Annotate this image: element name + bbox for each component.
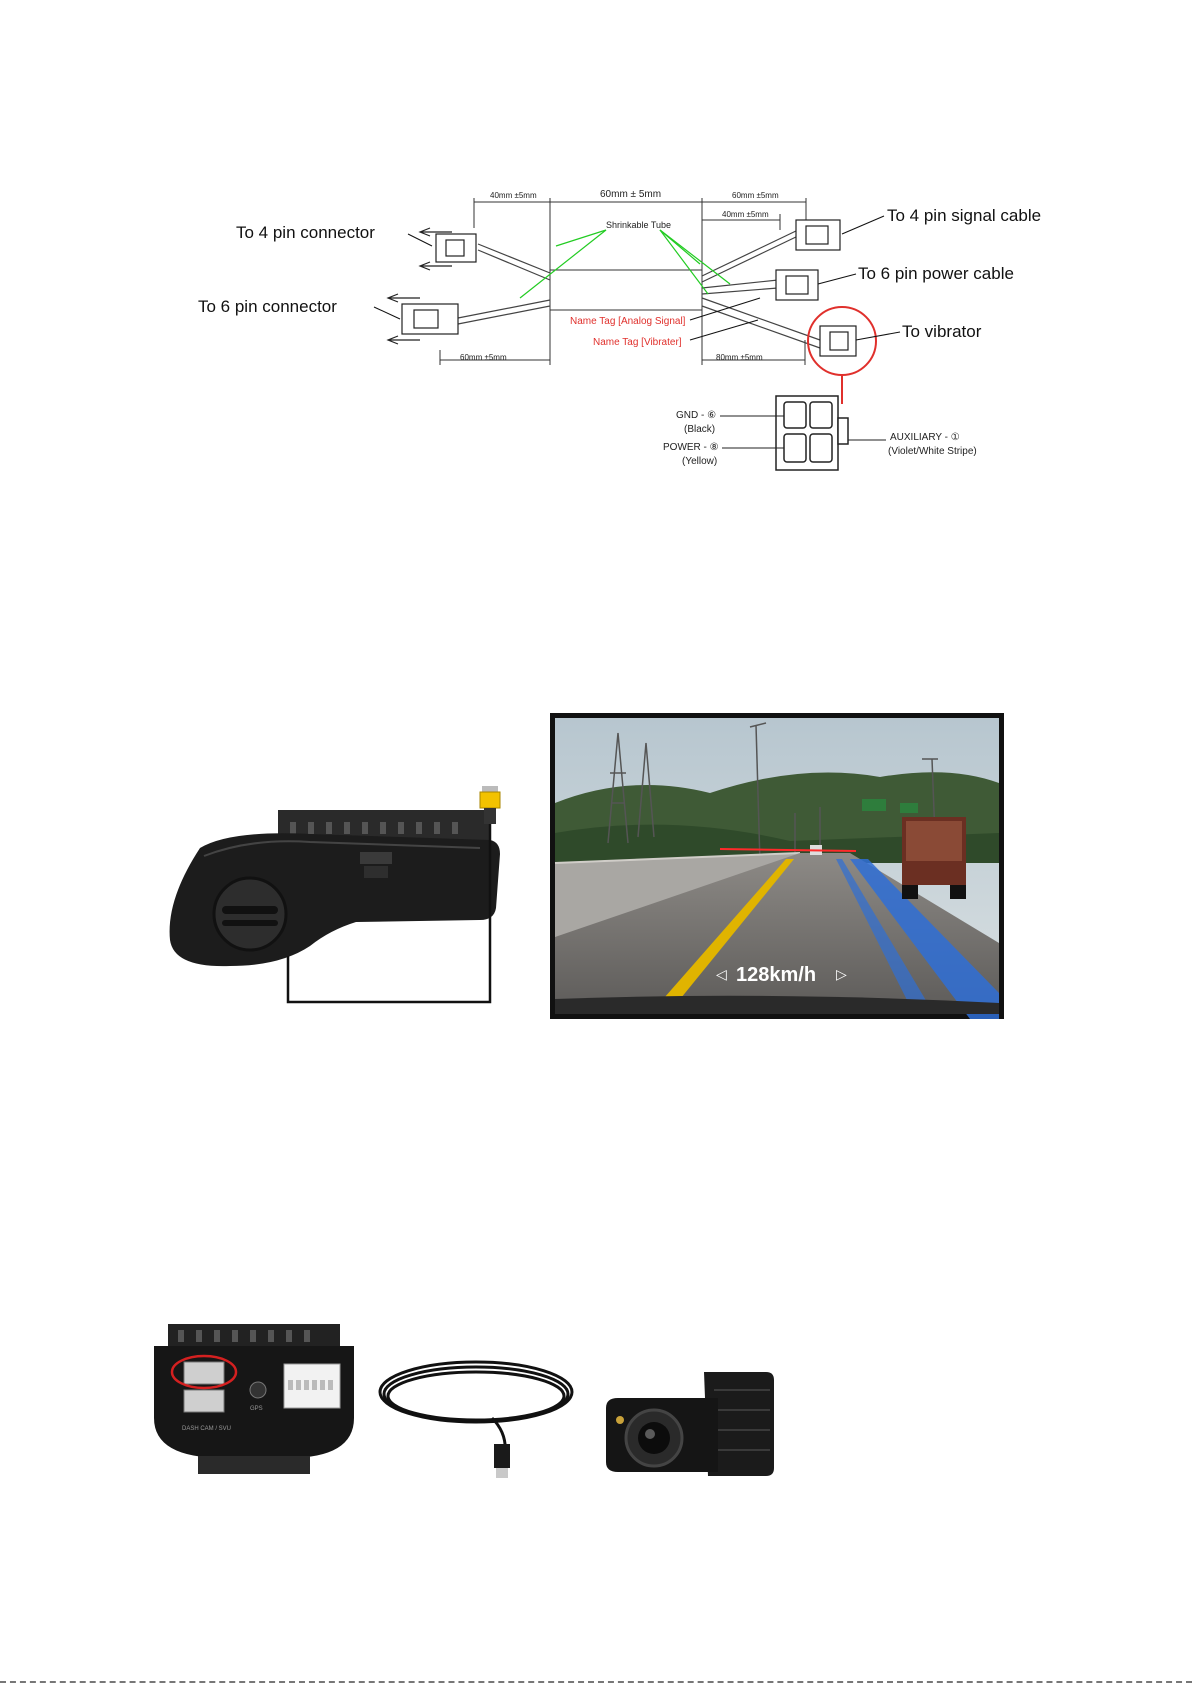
left-6pin-connector	[386, 293, 459, 345]
pinout-auxiliary-color: (Violet/White Stripe)	[888, 446, 977, 457]
label-shrinkable-tube: Shrinkable Tube	[606, 220, 671, 230]
usb-highlight-ellipse	[170, 1354, 238, 1390]
shrinkable-leaders	[519, 229, 731, 299]
callout-to-vibrator: To vibrator	[902, 322, 982, 341]
device-rear-ports: DASH CAM / SVU GPS	[154, 1324, 354, 1474]
speed-readout: 128km/h	[736, 964, 816, 986]
usb-cable-coil	[378, 1360, 574, 1478]
dim-left-bottom: 60mm ±5mm	[460, 353, 507, 362]
label-name-tag-analog: Name Tag [Analog Signal]	[570, 316, 686, 327]
dim-left-top: 40mm ±5mm	[490, 191, 537, 200]
lane-departure-video-frame: ◁ 128km/h ▷	[550, 713, 1004, 1019]
wiring-diagram: To 4 pin connector To 6 pin connector To…	[0, 170, 1192, 480]
callout-to-6pin-connector: To 6 pin connector	[198, 297, 337, 316]
pinout-gnd-color: (Black)	[684, 424, 715, 435]
shrinkable-tube	[549, 269, 703, 311]
port-label: DASH CAM / SVU	[182, 1426, 231, 1432]
gps-label: GPS	[250, 1406, 263, 1412]
callout-leaders	[373, 215, 901, 341]
truck	[902, 817, 966, 899]
right-4pin-connector	[795, 219, 841, 251]
pinout-auxiliary: AUXILIARY - ①	[890, 432, 960, 443]
dim-right-top: 60mm ±5mm	[732, 191, 779, 200]
callout-to-4pin-connector: To 4 pin connector	[236, 223, 375, 242]
pinout-power-color: (Yellow)	[682, 456, 717, 467]
harness-drawing: 40mm ±5mm 60mm ± 5mm 60mm ±5mm 40mm ±5mm…	[373, 189, 977, 471]
dim-middle: 60mm ± 5mm	[600, 189, 661, 200]
wire-bundle	[457, 229, 821, 349]
right-6pin-connector	[775, 269, 819, 301]
arrow-right-glyph: ▷	[836, 966, 847, 982]
page-bottom-divider	[0, 1681, 1192, 1683]
arrow-left-glyph: ◁	[716, 966, 727, 982]
pinout-power: POWER - ⑧	[663, 442, 719, 453]
pinout-gnd: GND - ⑥	[676, 410, 716, 421]
left-4pin-connector	[418, 227, 477, 271]
device-with-cable	[169, 786, 501, 1004]
dimension-lines	[439, 198, 807, 365]
vibrator-connector	[819, 325, 857, 357]
dim-right-top-inner: 40mm ±5mm	[722, 210, 769, 219]
rear-camera	[606, 1372, 774, 1476]
callout-to-6pin-power-cable: To 6 pin power cable	[858, 264, 1014, 283]
dim-right-bottom: 80mm ±5mm	[716, 353, 763, 362]
pinout-diagram	[775, 395, 849, 471]
pinout-leaders	[720, 415, 886, 449]
label-name-tag-vibrater: Name Tag [Vibrater]	[593, 337, 682, 348]
callout-to-4pin-signal-cable: To 4 pin signal cable	[887, 206, 1042, 225]
